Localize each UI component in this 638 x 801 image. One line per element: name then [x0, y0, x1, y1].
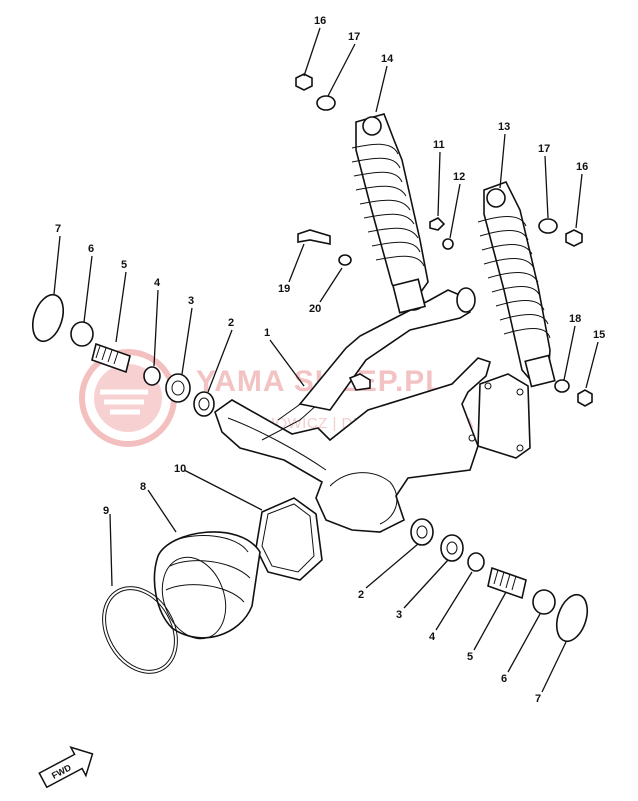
nut-15 [577, 389, 593, 407]
bolt-19 [297, 229, 331, 245]
callout-17-right: 17 [538, 143, 550, 155]
nut-16-left [295, 73, 313, 91]
bolt-11 [429, 217, 446, 231]
washer-18 [554, 379, 570, 393]
callout-15: 15 [593, 329, 605, 341]
callout-2-left: 2 [228, 317, 234, 329]
bolt-center [348, 373, 371, 391]
callout-13: 13 [498, 121, 510, 133]
callout-5-right: 5 [467, 651, 473, 663]
callout-11: 11 [433, 139, 445, 151]
callout-numbers: 16 17 14 13 17 16 11 12 19 20 7 6 5 4 3 … [55, 15, 605, 705]
callout-4-right: 4 [429, 631, 436, 643]
callout-16-right: 16 [576, 161, 588, 173]
bearing-2-left [193, 391, 215, 417]
callout-10: 10 [174, 463, 186, 475]
callout-17-left: 17 [348, 31, 360, 43]
callout-3-right: 3 [396, 609, 402, 621]
fwd-arrow-icon: FWD [38, 746, 94, 789]
washer-12 [442, 238, 454, 250]
boot-assembly [102, 497, 323, 674]
shock-absorber-left [351, 113, 429, 314]
leader-lines [53, 27, 599, 693]
seal-3-left [165, 373, 191, 403]
left-pivot-parts [31, 293, 215, 417]
callout-14: 14 [381, 53, 394, 65]
shock-absorber-right [477, 181, 556, 388]
washer-17-right [538, 218, 558, 234]
cap-7-left [31, 293, 65, 343]
callout-7-right: 7 [535, 693, 541, 705]
nut-16-right [565, 229, 583, 247]
cap-7-right [555, 593, 589, 643]
bolt-5-left [91, 342, 131, 374]
seal-3-right [440, 534, 464, 562]
nut-6-left [70, 321, 94, 347]
callout-19: 19 [278, 283, 290, 295]
swing-arm [214, 287, 531, 533]
callout-16-left: 16 [314, 15, 326, 27]
washer-20 [338, 254, 352, 266]
washer-4-left [143, 366, 161, 386]
callout-3-left: 3 [188, 295, 194, 307]
callout-5-left: 5 [121, 259, 127, 271]
callout-1: 1 [264, 327, 270, 339]
washer-4-right [467, 552, 485, 572]
callout-8: 8 [140, 481, 146, 493]
shock-hardware [295, 73, 593, 407]
nut-6-right [532, 589, 556, 615]
callout-2-right: 2 [358, 589, 364, 601]
right-pivot-parts [410, 518, 589, 643]
callout-6-right: 6 [501, 673, 507, 685]
washer-17-left [316, 95, 336, 111]
callout-12: 12 [453, 171, 465, 183]
bearing-2-right [410, 518, 434, 546]
callout-4-left: 4 [154, 277, 161, 289]
callout-20: 20 [309, 303, 321, 315]
callout-6-left: 6 [88, 243, 94, 255]
callout-18: 18 [569, 313, 581, 325]
callout-9: 9 [103, 505, 109, 517]
o-ring-9 [102, 586, 178, 674]
callout-7-left: 7 [55, 223, 61, 235]
